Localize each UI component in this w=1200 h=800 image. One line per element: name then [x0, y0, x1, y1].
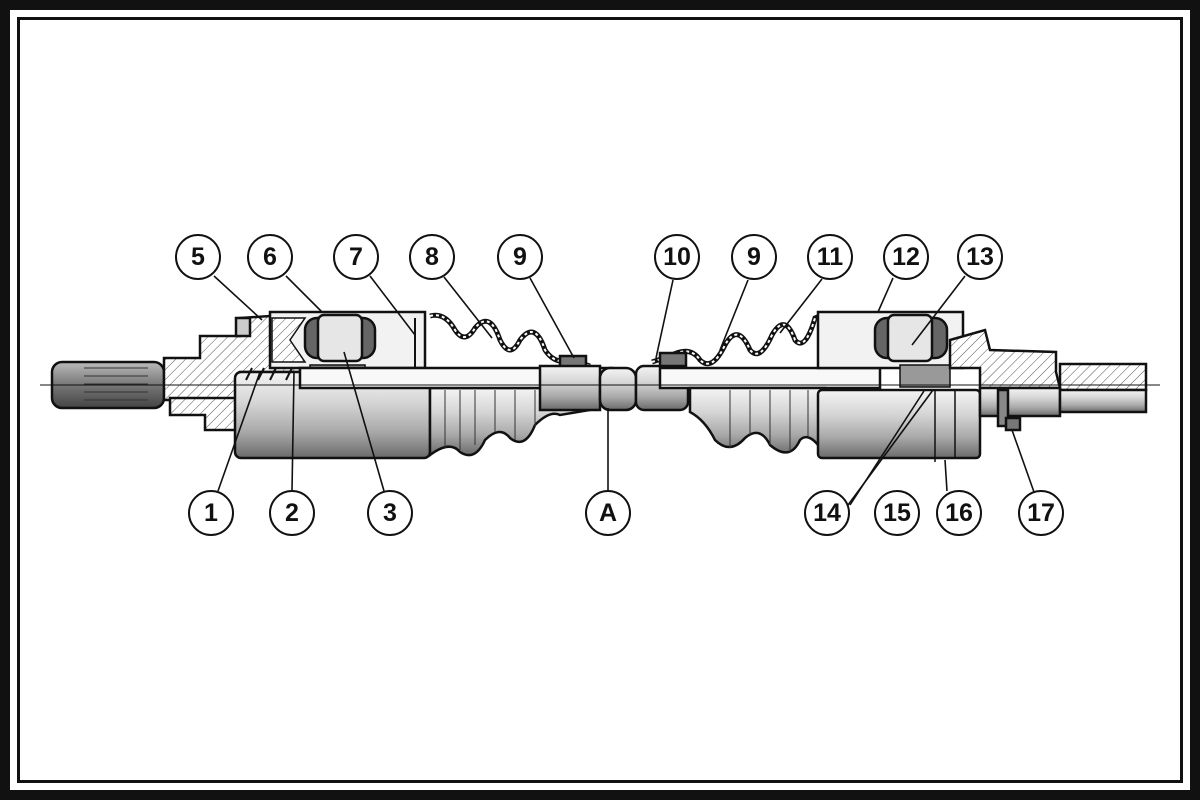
callout-12: 12: [883, 234, 929, 280]
callout-3: 3: [367, 490, 413, 536]
right-boot-body: [688, 386, 827, 460]
left-tripod-section: [271, 317, 307, 363]
callout-7: 7: [333, 234, 379, 280]
right-outer-joint: [816, 310, 1148, 462]
svg-text:3: 3: [383, 499, 397, 527]
callout-2: 2: [269, 490, 315, 536]
callout-14: 14: [804, 490, 850, 536]
callout-9-right: 9: [731, 234, 777, 280]
callout-15: 15: [874, 490, 920, 536]
inner-frame: [17, 17, 1183, 783]
callout-11: 11: [807, 234, 853, 280]
callout-9-left: 9: [497, 234, 543, 280]
callout-17: 17: [1018, 490, 1064, 536]
right-joint-housing: [816, 388, 982, 460]
svg-text:10: 10: [663, 243, 691, 271]
left-inner-joint: [50, 310, 432, 460]
leader-lines: [213, 275, 1035, 506]
svg-text:16: 16: [945, 499, 973, 527]
svg-text:1: 1: [204, 499, 218, 527]
right-stub-section: [1058, 362, 1148, 392]
callout-A: A: [585, 490, 631, 536]
svg-text:7: 7: [349, 243, 363, 271]
right-seal: [996, 388, 1010, 428]
right-spider-hub: [899, 364, 951, 388]
callout-16: 16: [936, 490, 982, 536]
left-shaft-collar: [538, 364, 602, 412]
shaft-center-A: [598, 366, 638, 412]
svg-text:9: 9: [513, 243, 527, 271]
svg-text:11: 11: [817, 243, 844, 271]
left-boot-folds: [444, 390, 536, 450]
svg-text:17: 17: [1027, 499, 1055, 527]
right-nut: [1004, 416, 1022, 432]
callout-5: 5: [175, 234, 221, 280]
left-flange-lower-section: [168, 396, 242, 432]
svg-text:2: 2: [285, 499, 299, 527]
right-roller-center: [886, 313, 934, 363]
right-boot-clamp: [658, 351, 688, 368]
left-retaining-springs: [245, 367, 293, 381]
svg-text:5: 5: [191, 243, 205, 271]
left-flange-bolt: [234, 316, 252, 338]
callout-10: 10: [654, 234, 700, 280]
right-boot-folds: [729, 390, 809, 452]
svg-text:6: 6: [263, 243, 277, 271]
callout-1: 1: [188, 490, 234, 536]
right-boot: [651, 311, 827, 460]
svg-text:A: A: [599, 499, 617, 527]
svg-text:14: 14: [813, 499, 841, 527]
callout-6: 6: [247, 234, 293, 280]
svg-text:8: 8: [425, 243, 439, 271]
svg-text:15: 15: [883, 499, 911, 527]
left-boot-top-profile-inner: [429, 314, 591, 367]
right-stub-neck: [978, 386, 1062, 418]
left-spline-teeth: [84, 367, 148, 401]
svg-text:9: 9: [747, 243, 761, 271]
left-roller-center: [316, 313, 364, 363]
svg-text:12: 12: [892, 243, 920, 271]
svg-text:13: 13: [966, 243, 994, 271]
right-boot-top-profile-inner: [651, 313, 826, 365]
right-housing-flange-section: [948, 328, 1062, 390]
callout-8: 8: [409, 234, 455, 280]
callout-13: 13: [957, 234, 1003, 280]
right-splined-stub: [1058, 388, 1148, 414]
